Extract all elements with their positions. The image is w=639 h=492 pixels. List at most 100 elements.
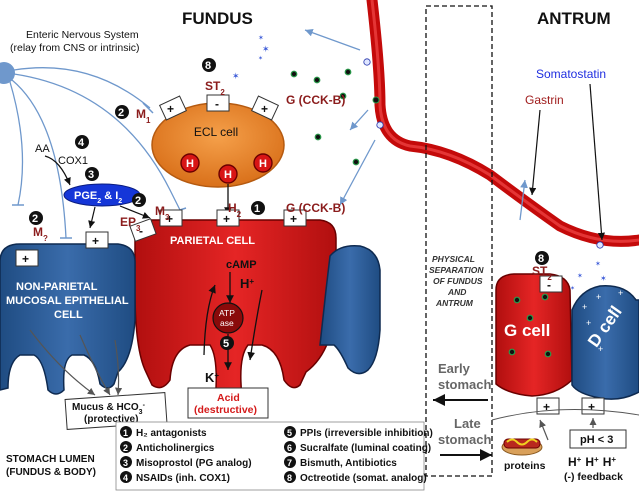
svg-text:+: +: [586, 318, 591, 328]
parietal-ep3-receptor: [159, 209, 183, 227]
arrow-gastrin-into-vessel: [519, 179, 528, 221]
arrow-to-gcckb-top: [349, 109, 369, 131]
legend-number-label: 4: [123, 473, 128, 483]
svg-text:CELL: CELL: [54, 309, 83, 321]
parietal-m3-receptor: [129, 218, 157, 242]
ens-subtitle: (relay from CNS or intrinsic): [10, 42, 140, 54]
svg-text:+: +: [290, 212, 297, 226]
legend-item-text: Octreotide (somat. analog): [300, 473, 427, 484]
svg-text:+: +: [582, 302, 587, 312]
nerve-to-mq: [11, 79, 67, 239]
parietal-cell-label: PARIETAL CELL: [170, 235, 255, 247]
svg-text:H: H: [259, 158, 267, 170]
somatostatin-particle: [363, 58, 371, 66]
svg-text:NON-PARIETAL: NON-PARIETAL: [16, 281, 98, 293]
pge2-i2-pill: PGE2 & I2: [63, 183, 141, 207]
arrow-to-st2: [304, 29, 361, 51]
svg-text:✶: ✶: [258, 55, 263, 62]
lumen-line: [491, 409, 639, 421]
svg-text:✶: ✶: [570, 285, 575, 292]
gastrin-particles: [290, 68, 360, 166]
svg-text:1: 1: [254, 203, 260, 215]
h-plus-row: H+H+H+: [568, 455, 616, 470]
svg-text:-: -: [139, 224, 143, 238]
nonparietal-receptor-right: [85, 231, 109, 249]
svg-text:4: 4: [78, 137, 85, 149]
mucus-arrow: [29, 329, 96, 396]
atpase-pump: [212, 302, 244, 334]
svg-text:H: H: [224, 169, 232, 181]
svg-text:Mucus & HCO3-: Mucus & HCO3-: [72, 402, 146, 416]
ens-title: Enteric Nervous System: [26, 29, 139, 41]
svg-text:-: -: [547, 278, 551, 292]
legend-number-label: 7: [287, 458, 292, 468]
ep3-label: EP3: [120, 215, 141, 233]
legend-item-text: H₂ antagonists: [136, 428, 207, 439]
nonparietal-cell: NON-PARIETAL MUCOSAL EPITHELIAL CELL + +: [0, 231, 136, 395]
somatostatin-label: Somatostatin: [536, 67, 606, 81]
svg-text:MUCOSAL EPITHELIAL: MUCOSAL EPITHELIAL: [6, 295, 129, 307]
svg-text:PHYSICAL: PHYSICAL: [432, 254, 475, 264]
svg-text:AND: AND: [447, 287, 466, 297]
nerve-to-m3: [13, 73, 181, 211]
late-stomach-label: Late: [454, 416, 481, 431]
ecl-gcckb-receptor: [250, 95, 280, 121]
histamine-granule: [218, 164, 238, 184]
aa-label: AA: [35, 143, 50, 155]
legend-number-1: [120, 426, 132, 438]
g-cell-label: G cell: [504, 321, 550, 340]
svg-text:+: +: [223, 212, 230, 226]
svg-text:+: +: [166, 212, 173, 226]
svg-text:3: 3: [88, 169, 94, 181]
nerve-left: [9, 81, 24, 206]
proteins-label: proteins: [504, 460, 546, 472]
legend-number-label: 2: [123, 443, 128, 453]
st2-label-antrum: ST2: [532, 264, 552, 282]
gastrin-label: Gastrin: [525, 93, 564, 107]
svg-text:✶: ✶: [258, 34, 264, 42]
svg-text:-: -: [215, 97, 219, 111]
svg-text:+: +: [608, 306, 613, 316]
gcckb-label-top: G (CCK-B): [286, 93, 345, 107]
svg-text:Acid: Acid: [217, 392, 240, 404]
gastrin-particle: [372, 96, 380, 104]
camp-label: cAMP: [226, 259, 257, 271]
ecl-cell: ECL cell + - + H H H: [151, 94, 285, 188]
svg-text:(destructive): (destructive): [194, 404, 257, 416]
h2-label: H2: [228, 201, 242, 219]
nerve-to-m1: [13, 67, 151, 109]
svg-text:OF FUNDUS: OF FUNDUS: [433, 276, 483, 286]
h-arrow: [247, 289, 263, 361]
svg-text:+: +: [22, 252, 29, 266]
st2-label-top: ST2: [205, 79, 225, 97]
gcckb-label-mid: G (CCK-B): [286, 201, 345, 215]
svg-text:ase: ase: [220, 318, 234, 328]
nonparietal-receptor-left: [15, 249, 39, 267]
mq-label: M?: [33, 225, 48, 243]
legend-item-text: Bismuth, Antibiotics: [300, 458, 397, 469]
hplus-label: H+: [240, 276, 254, 291]
svg-text:+: +: [167, 102, 174, 116]
neighbor-cell: [319, 244, 381, 375]
number-markers: 8 2 4 3 2 2 1 5 8: [29, 58, 549, 350]
parietal-gcckb-receptor: [283, 209, 307, 227]
svg-text:pH < 3: pH < 3: [580, 434, 613, 446]
d-cell: D cell ++ ++ ++ +: [571, 285, 639, 415]
stomach-lumen-label: STOMACH LUMEN: [6, 454, 95, 465]
svg-text:5: 5: [223, 338, 229, 350]
legend-number-4: [120, 471, 132, 483]
legend-item-text: Sucralfate (luminal coating): [300, 443, 431, 454]
legend-item-text: NSAIDs (inh. COX1): [136, 473, 230, 484]
cox1-label: COX1: [58, 155, 88, 167]
svg-text:stomach: stomach: [438, 432, 492, 447]
ens-node: [0, 62, 15, 84]
svg-text:✶: ✶: [577, 272, 583, 280]
k-arrow: [203, 284, 216, 356]
svg-text:+: +: [543, 400, 550, 414]
legend-item-text: Anticholinergics: [136, 443, 215, 454]
svg-text:2: 2: [118, 107, 124, 119]
separation-box: PHYSICAL SEPARATION OF FUNDUS AND ANTRUM: [425, 5, 493, 477]
svg-text:H: H: [186, 158, 194, 170]
legend-number-6: [284, 441, 296, 453]
